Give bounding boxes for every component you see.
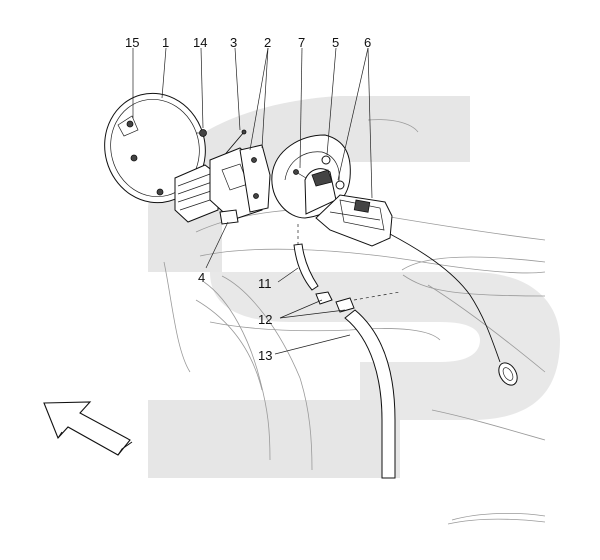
- callout-labels: 15 1 14 3 2 7 5 6 4 11 12 13: [125, 35, 371, 363]
- release-cable: [389, 233, 518, 386]
- vehicle-body-outline: [163, 119, 546, 525]
- direction-arrow: [43, 401, 133, 456]
- callout-5: 5: [332, 35, 339, 50]
- callout-13: 13: [258, 348, 272, 363]
- callout-14: 14: [193, 35, 207, 50]
- callout-11: 11: [258, 276, 272, 291]
- callout-7: 7: [298, 35, 305, 50]
- callout-3: 3: [230, 35, 237, 50]
- callout-1: 1: [162, 35, 169, 50]
- leader-lines: [132, 47, 373, 355]
- filler-tube-part-13: [344, 309, 396, 479]
- callout-6: 6: [364, 35, 371, 50]
- callout-15: 15: [125, 35, 139, 50]
- callout-12: 12: [258, 312, 272, 327]
- callout-4: 4: [198, 270, 205, 285]
- hinge-assembly-part-2: [174, 144, 271, 225]
- filler-housing-part-5: [271, 134, 351, 219]
- callout-2: 2: [264, 35, 271, 50]
- screw-part-14: [196, 129, 207, 137]
- breather-hose-part-11: [293, 224, 319, 291]
- actuator-part-6: [315, 194, 393, 247]
- watermark-logo: [148, 96, 560, 478]
